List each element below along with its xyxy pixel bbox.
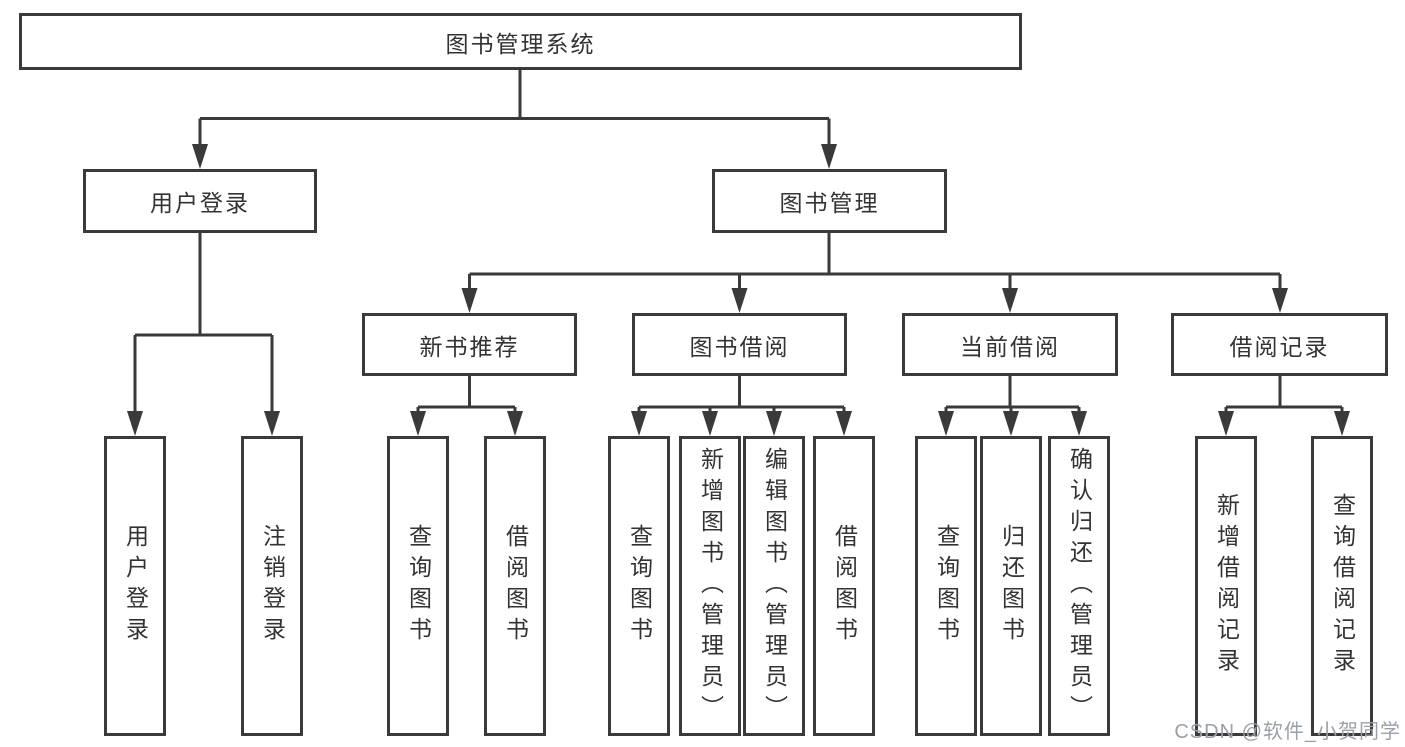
- leaf-logout: 注销登录: [241, 436, 303, 736]
- node-user-login: 用户登录: [83, 169, 317, 233]
- leaf-borrow-books: 借阅图书: [813, 436, 875, 736]
- leaf-add-borrow-record: 新增借阅记录: [1195, 436, 1257, 736]
- csdn-watermark: CSDN @软件_小贺同学: [1174, 721, 1401, 743]
- node-new-book-recommend-label: 新书推荐: [419, 333, 520, 360]
- leaf-query-books-borrow: 查询图书: [608, 436, 670, 736]
- leaf-borrow-books-recommend: 借阅图书: [484, 436, 546, 736]
- node-current-borrowing: 当前借阅: [902, 313, 1118, 376]
- arrowheads: [127, 144, 1350, 436]
- leaf-query-books-current: 查询图书: [915, 436, 977, 736]
- node-current-borrowing-label: 当前借阅: [960, 333, 1060, 360]
- leaf-query-books-recommend: 查询图书: [387, 436, 449, 736]
- node-root-label: 图书管理系统: [445, 30, 596, 57]
- node-book-borrowing-label: 图书借阅: [689, 333, 790, 360]
- node-book-management: 图书管理: [712, 169, 947, 233]
- leaf-return-book: 归还图书: [980, 436, 1042, 736]
- node-borrowing-records-label: 借阅记录: [1229, 333, 1330, 360]
- leaf-user-login: 用户登录: [104, 436, 166, 736]
- leaf-add-book-admin: 新增图书（管理员）: [679, 436, 741, 736]
- leaf-query-borrow-record: 查询借阅记录: [1311, 436, 1373, 736]
- node-new-book-recommend: 新书推荐: [362, 313, 577, 376]
- leaf-confirm-return-admin: 确认归还（管理员）: [1048, 436, 1110, 736]
- node-root-system: 图书管理系统: [19, 13, 1022, 70]
- node-user-login-label: 用户登录: [150, 190, 250, 216]
- node-book-management-label: 图书管理: [779, 190, 880, 216]
- node-borrowing-records: 借阅记录: [1171, 313, 1388, 376]
- node-book-borrowing: 图书借阅: [632, 313, 847, 376]
- leaf-edit-book-admin: 编辑图书（管理员）: [743, 436, 805, 736]
